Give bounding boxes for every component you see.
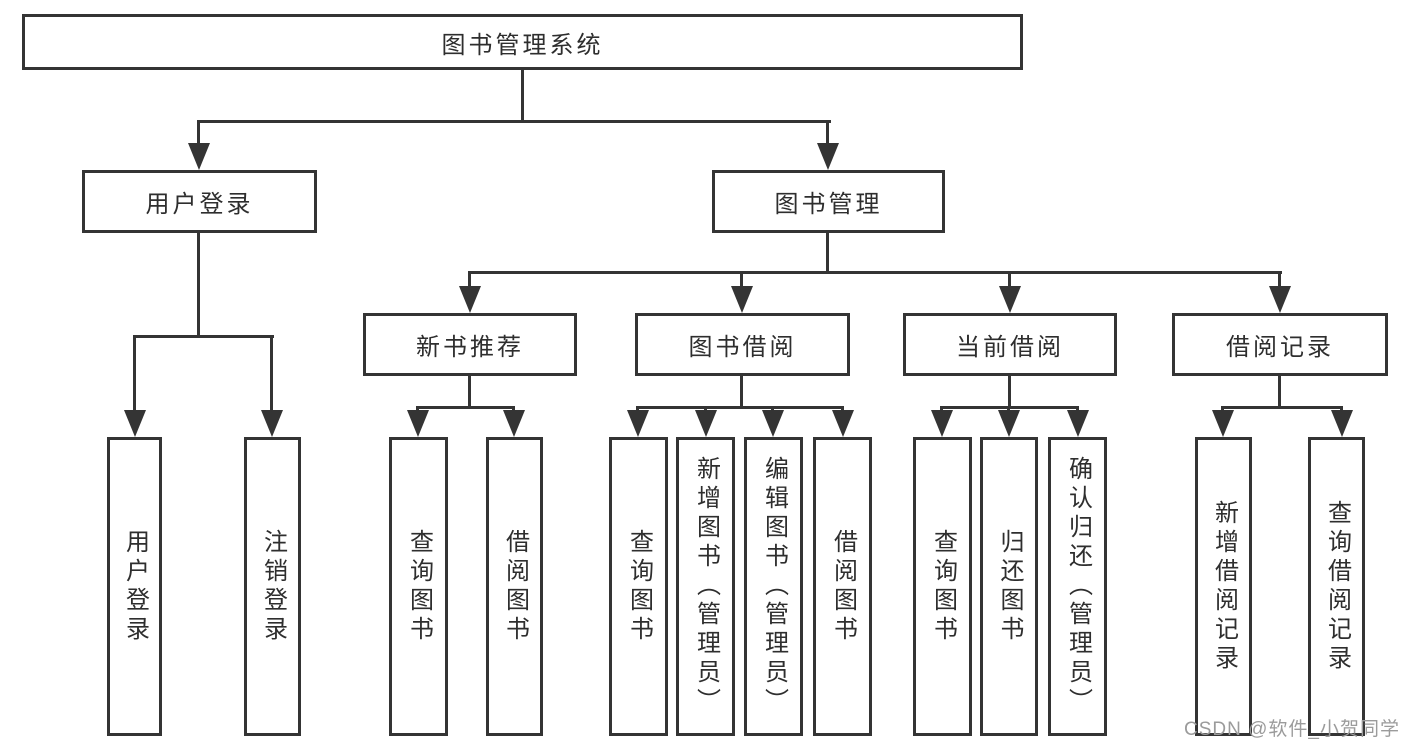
node-label: 图书借阅 <box>688 334 797 361</box>
leaf-query-borrow-record: 查询借阅记录 <box>1308 437 1365 736</box>
arrow-down-icon <box>503 410 525 437</box>
leaf-label: 借阅图书 <box>829 528 857 645</box>
node-new-book-recommend: 新书推荐 <box>363 313 577 376</box>
connector-line <box>1278 376 1281 409</box>
leaf-label: 新增借阅记录 <box>1210 499 1238 674</box>
leaf-query-books-current: 查询图书 <box>913 437 972 736</box>
leaf-borrow-books-recommend: 借阅图书 <box>486 437 543 736</box>
leaf-user-login: 用户登录 <box>107 437 162 736</box>
node-current-borrow: 当前借阅 <box>903 313 1117 376</box>
leaf-label: 查询图书 <box>929 528 957 645</box>
leaf-label: 注销登录 <box>259 528 287 645</box>
leaf-label: 新增图书（管理员） <box>692 456 720 717</box>
connector-line <box>197 233 200 338</box>
node-label: 借阅记录 <box>1226 334 1334 361</box>
connector-line <box>468 271 471 290</box>
leaf-label: 编辑图书（管理员） <box>760 456 788 717</box>
node-book-borrow: 图书借阅 <box>635 313 850 376</box>
csdn-watermark: CSDN @软件_小贺同学 <box>1184 719 1400 740</box>
arrow-down-icon <box>832 410 854 437</box>
arrow-down-icon <box>999 286 1021 313</box>
connector-line <box>740 271 743 290</box>
node-label: 图书管理系统 <box>441 31 604 59</box>
arrow-down-icon <box>1067 410 1089 437</box>
arrow-down-icon <box>998 410 1020 437</box>
leaf-query-books-recommend: 查询图书 <box>389 437 448 736</box>
node-borrow-records: 借阅记录 <box>1172 313 1388 376</box>
connector-line <box>468 271 1282 274</box>
leaf-label: 查询图书 <box>405 528 433 645</box>
connector-line <box>1278 271 1281 290</box>
node-label: 当前借阅 <box>956 334 1064 361</box>
leaf-label: 查询借阅记录 <box>1323 499 1351 674</box>
connector-line <box>826 120 829 148</box>
connector-line <box>1008 376 1011 409</box>
leaf-edit-books-admin: 编辑图书（管理员） <box>744 437 803 736</box>
arrow-down-icon <box>261 410 283 437</box>
arrow-down-icon <box>1331 410 1353 437</box>
leaf-add-books-admin: 新增图书（管理员） <box>676 437 735 736</box>
arrow-down-icon <box>931 410 953 437</box>
arrow-down-icon <box>627 410 649 437</box>
connector-line <box>468 376 471 409</box>
leaf-label: 查询图书 <box>625 528 653 645</box>
connector-line <box>133 335 274 338</box>
arrow-down-icon <box>459 286 481 313</box>
leaf-return-books: 归还图书 <box>980 437 1038 736</box>
connector-line <box>133 335 136 415</box>
leaf-query-books-borrow: 查询图书 <box>609 437 668 736</box>
arrow-down-icon <box>1212 410 1234 437</box>
connector-line <box>740 376 743 409</box>
leaf-add-borrow-record: 新增借阅记录 <box>1195 437 1252 736</box>
connector-line <box>636 406 844 409</box>
connector-line <box>1221 406 1343 409</box>
node-label: 新书推荐 <box>416 334 524 361</box>
arrow-down-icon <box>407 410 429 437</box>
node-label: 用户登录 <box>145 191 254 218</box>
arrow-down-icon <box>762 410 784 437</box>
connector-line <box>521 68 524 122</box>
connector-line <box>270 335 273 415</box>
connector-line <box>1008 271 1011 290</box>
leaf-label: 用户登录 <box>121 528 149 645</box>
arrow-down-icon <box>817 143 839 170</box>
connector-line <box>826 233 829 274</box>
connector-line <box>197 120 200 148</box>
arrow-down-icon <box>731 286 753 313</box>
node-root: 图书管理系统 <box>22 14 1023 70</box>
leaf-logout: 注销登录 <box>244 437 301 736</box>
node-label: 图书管理 <box>774 191 883 218</box>
leaf-label: 归还图书 <box>996 528 1023 645</box>
arrow-down-icon <box>188 143 210 170</box>
leaf-label: 确认归还（管理员） <box>1064 456 1092 717</box>
leaf-confirm-return-admin: 确认归还（管理员） <box>1048 437 1107 736</box>
leaf-label: 借阅图书 <box>501 528 529 645</box>
arrow-down-icon <box>1269 286 1291 313</box>
node-user-login: 用户登录 <box>82 170 317 233</box>
leaf-borrow-books: 借阅图书 <box>813 437 872 736</box>
arrow-down-icon <box>695 410 717 437</box>
arrow-down-icon <box>124 410 146 437</box>
node-book-management: 图书管理 <box>712 170 945 233</box>
connector-line <box>197 120 831 123</box>
connector-line <box>416 406 515 409</box>
